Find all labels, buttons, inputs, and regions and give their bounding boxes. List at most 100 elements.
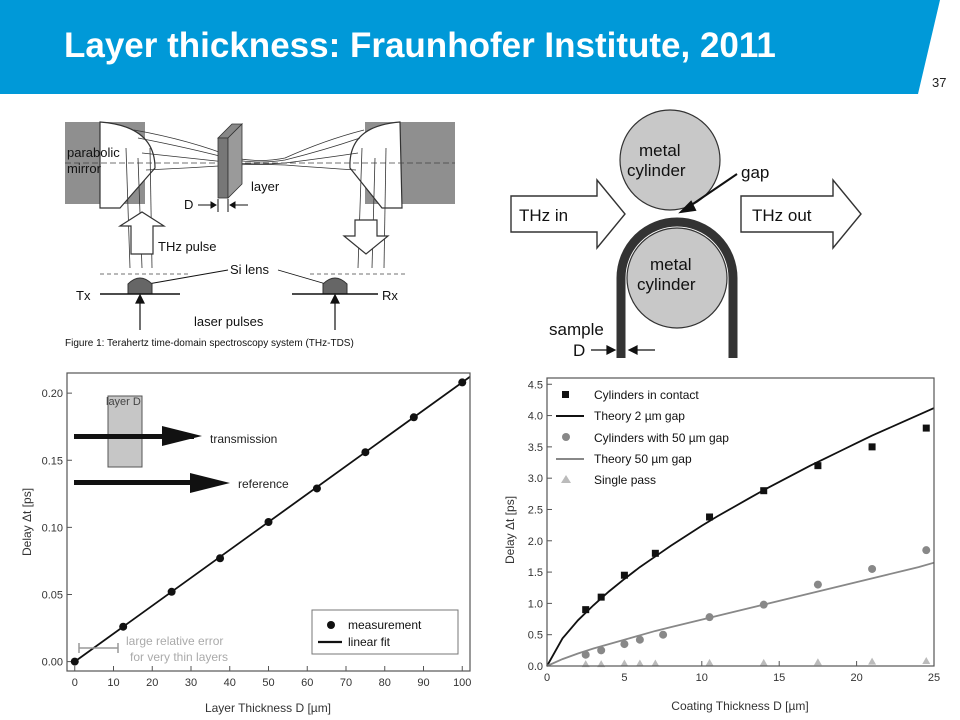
sample-d-markers	[591, 345, 655, 355]
legend-gap50-label: Cylinders with 50 µm gap	[594, 431, 729, 445]
thz-in-label: THz in	[519, 206, 568, 225]
x-tick-label: 20	[850, 672, 862, 684]
page-number: 37	[932, 75, 947, 90]
transmission-label: transmission	[210, 432, 277, 446]
y-tick-label: 2.0	[528, 536, 543, 548]
y-tick-label: 4.0	[528, 411, 543, 423]
error-bar	[78, 643, 119, 653]
single-pass-point	[922, 656, 931, 664]
banner-shape	[0, 0, 940, 94]
theory-50um-line	[546, 561, 935, 667]
gap50-point	[813, 580, 822, 589]
legend-measurement-marker	[327, 621, 335, 629]
chart2-theory	[546, 407, 935, 667]
thz-pulse-arrow-right	[342, 219, 390, 255]
error-note-line1: large relative error	[126, 634, 223, 648]
sample-d-label: D	[573, 341, 585, 360]
y-tick-label: 0.5	[528, 630, 543, 642]
legend-contact-marker	[562, 391, 569, 398]
x-tick-label: 20	[146, 677, 158, 689]
theory-2um-line	[546, 407, 935, 667]
thz-pulse-arrow-left	[117, 211, 167, 255]
si-lens-right	[322, 277, 348, 295]
single-pass-point	[620, 659, 629, 667]
figure-caption: Figure 1: Terahertz time-domain spectros…	[65, 338, 354, 349]
sample-layer-front	[217, 137, 229, 199]
right-parabolic-mirror	[349, 121, 403, 209]
upper-metal-cylinder	[619, 109, 721, 211]
legend-single-pass-marker	[561, 475, 571, 483]
upper-metal-label: metal	[639, 141, 681, 160]
chart1-xlabel: Layer Thickness D [µm]	[205, 701, 331, 715]
gap50-point	[705, 613, 714, 622]
legend-theory50-label: Theory 50 µm gap	[594, 452, 692, 466]
laser-arrows	[135, 293, 340, 330]
y-tick-label: 4.5	[528, 379, 543, 391]
y-tick-label: 1.0	[528, 598, 543, 610]
contact-point	[620, 571, 628, 579]
upper-cylinder-label: cylinder	[627, 161, 686, 180]
single-pass-point	[651, 659, 660, 667]
y-tick-label: 3.0	[528, 473, 543, 485]
title-banner	[0, 0, 940, 94]
thz-out-arrow	[740, 178, 862, 250]
reference-label: reference	[238, 477, 289, 491]
x-tick-label: 80	[379, 677, 391, 689]
legend-fit-label: linear fit	[348, 635, 391, 649]
contact-point	[922, 424, 930, 432]
gap50-point	[597, 646, 606, 655]
chart2-frame	[546, 377, 935, 667]
y-tick-label: 2.5	[528, 504, 543, 516]
single-pass-point	[813, 658, 822, 666]
x-tick-label: 0	[72, 677, 78, 689]
single-pass-point	[581, 660, 590, 668]
gap50-point	[635, 635, 644, 644]
si-lens-pointers	[147, 269, 327, 285]
measurement-point	[167, 587, 176, 596]
measurement-point	[70, 657, 79, 666]
layer-d-label: layer D	[106, 396, 141, 408]
y-tick-label: 0.20	[42, 388, 63, 400]
tx-label: Tx	[76, 288, 91, 303]
gap50-point	[868, 564, 877, 573]
gap50-point	[922, 546, 931, 555]
d-markers	[198, 199, 248, 212]
mirror-label: mirror	[67, 161, 102, 176]
x-tick-label: 10	[107, 677, 119, 689]
legend-theory2-label: Theory 2 µm gap	[594, 409, 685, 423]
x-tick-label: 15	[773, 672, 785, 684]
y-tick-label: 0.0	[528, 661, 543, 673]
legend-gap50-marker	[562, 433, 570, 441]
y-tick-label: 0.15	[42, 455, 63, 467]
measurement-point	[119, 622, 128, 631]
laser-pulses-label: laser pulses	[194, 314, 264, 329]
chart1-ylabel: Delay Δt [ps]	[20, 488, 34, 556]
measurement-point	[216, 554, 225, 563]
x-tick-label: 40	[224, 677, 236, 689]
slide-title: Layer thickness: Fraunhofer Institute, 2…	[64, 26, 776, 65]
transmission-arrow	[74, 426, 202, 446]
x-tick-label: 70	[340, 677, 352, 689]
measurement-point	[409, 413, 418, 422]
x-tick-label: 90	[417, 677, 429, 689]
gap50-point	[620, 640, 629, 649]
contact-point	[868, 443, 876, 451]
chart2-xlabel: Coating Thickness D [µm]	[671, 699, 808, 713]
measurement-point	[361, 448, 370, 457]
linear-fit-line	[74, 376, 471, 663]
x-tick-label: 50	[262, 677, 274, 689]
legend-contact-label: Cylinders in contact	[594, 388, 699, 402]
si-lens-left	[127, 277, 153, 295]
y-tick-label: 1.5	[528, 567, 543, 579]
contact-point	[582, 606, 590, 614]
gap50-point	[581, 650, 590, 659]
d-label: D	[184, 197, 193, 212]
y-tick-label: 0.00	[42, 657, 63, 669]
x-tick-label: 60	[301, 677, 313, 689]
reference-arrow	[74, 473, 230, 493]
lower-metal-cylinder	[626, 227, 728, 329]
